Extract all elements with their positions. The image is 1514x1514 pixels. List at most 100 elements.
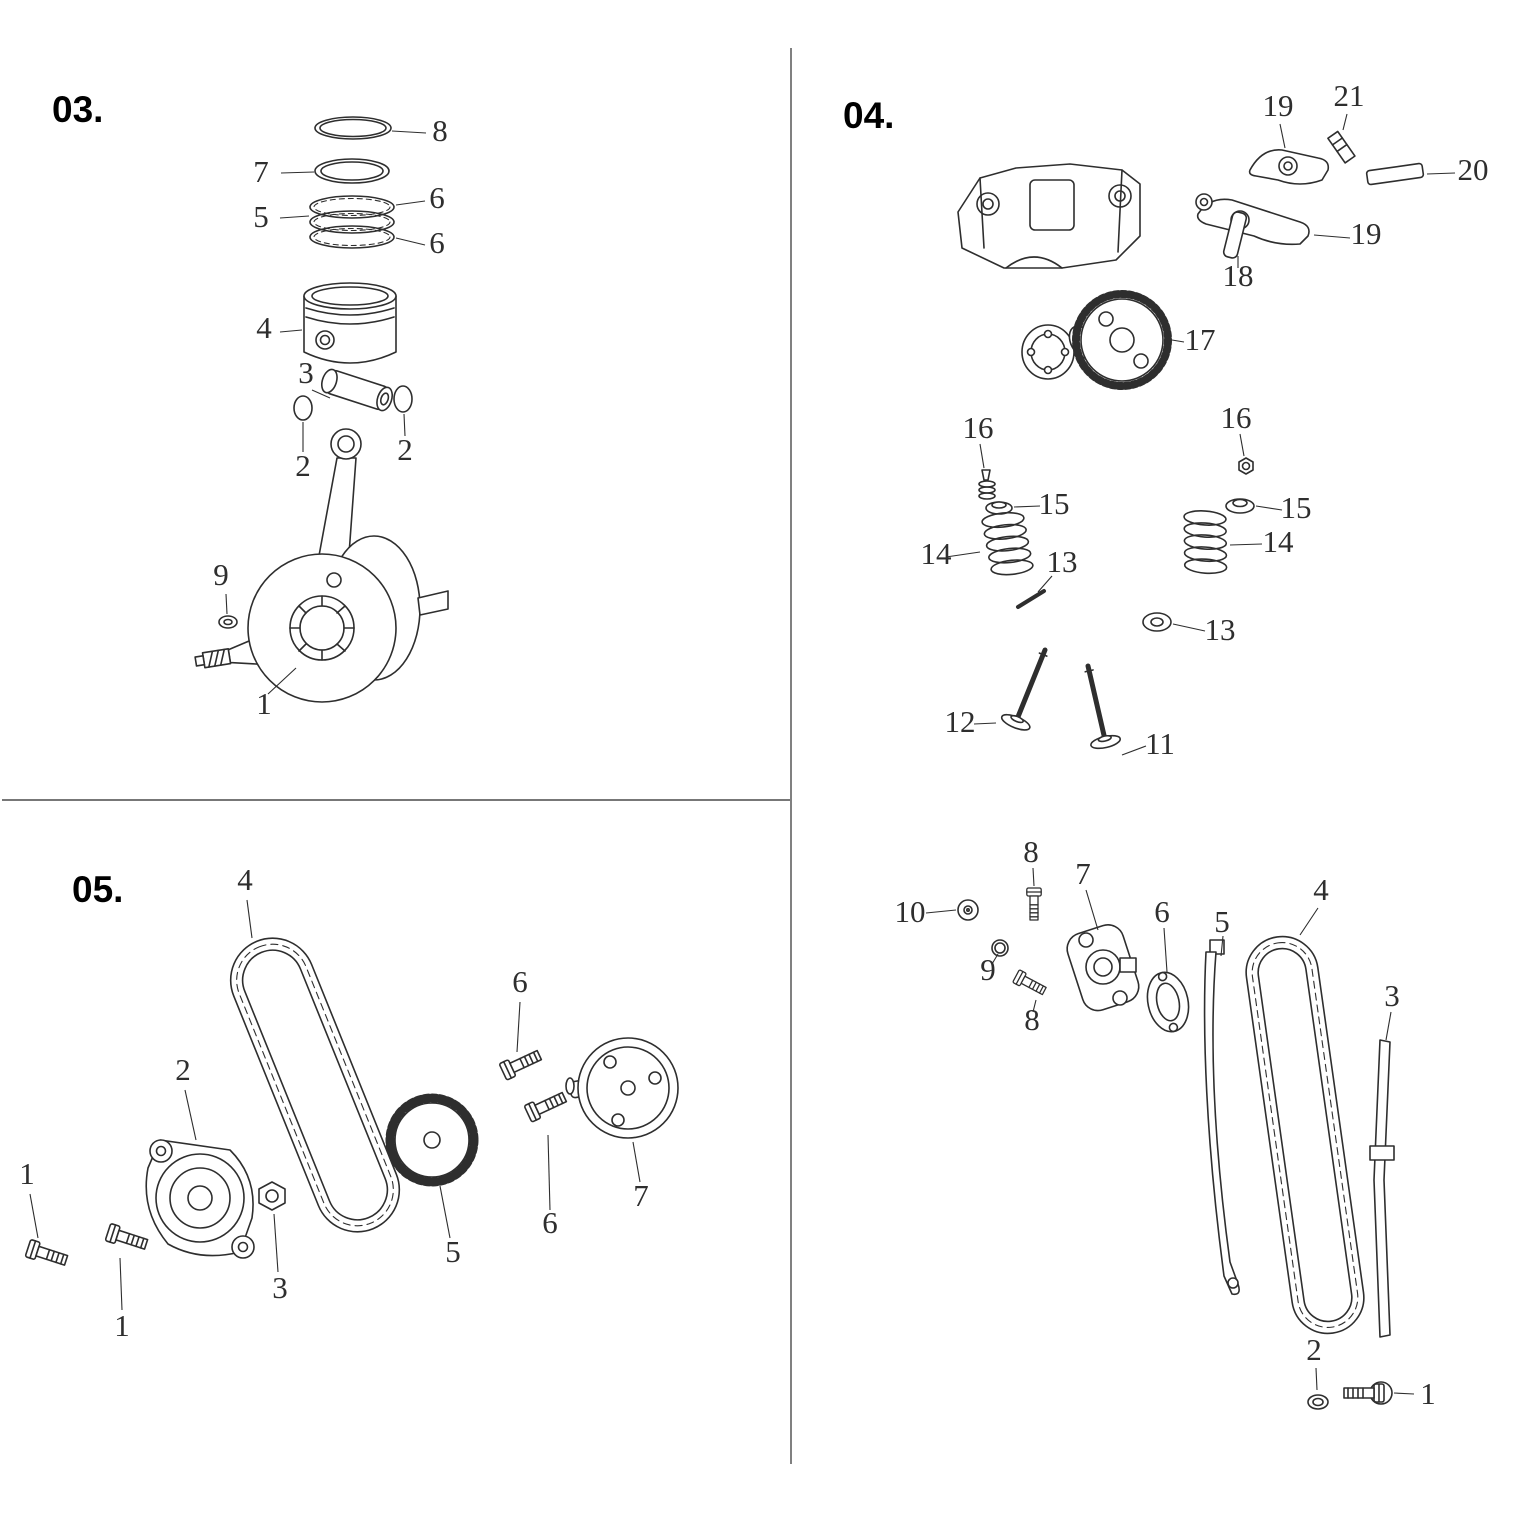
part-piston-ring-top (314, 116, 392, 140)
part-bolt-6b (523, 1088, 569, 1123)
part-label-16b: 16 (1221, 400, 1252, 435)
part-label-5: 5 (1214, 904, 1230, 939)
part-chain-guide-front (1203, 939, 1240, 1296)
leader-lines-04 (925, 113, 1456, 1395)
part-bolt-8b (1011, 969, 1049, 999)
part-label-8a: 8 (1023, 834, 1039, 869)
part-label-4: 4 (256, 310, 272, 345)
part-label-10: 10 (895, 894, 926, 929)
part-label-6a: 6 (512, 964, 528, 999)
part-label-3: 3 (1384, 978, 1400, 1013)
part-label-4: 4 (1313, 872, 1329, 907)
part-intake-valve (1000, 644, 1059, 733)
section-05: 05. (19, 862, 679, 1343)
part-pump-cover (565, 1037, 679, 1139)
part-chain-tensioner (1066, 924, 1140, 1012)
part-bolt-1 (1343, 1381, 1393, 1405)
part-label-15a: 15 (1039, 486, 1070, 521)
part-label-15b: 15 (1281, 490, 1312, 525)
part-valve-spring-left (980, 509, 1035, 578)
part-washer-2 (1307, 1394, 1329, 1410)
part-piston-ring-set (309, 195, 395, 249)
part-washer-10 (957, 899, 979, 921)
part-bolt-6a (498, 1046, 544, 1081)
part-cam-chain (1245, 935, 1365, 1335)
part-label-18: 18 (1223, 258, 1254, 293)
part-bolt-8a (1026, 887, 1042, 921)
section-03: 03. (52, 89, 449, 721)
part-label-11: 11 (1145, 726, 1175, 761)
part-chain-guide-rear (1369, 1039, 1395, 1338)
part-label-2: 2 (1306, 1332, 1322, 1367)
part-label-1: 1 (256, 686, 272, 721)
part-bolt-1b (104, 1222, 150, 1254)
part-label-8: 8 (432, 113, 448, 148)
part-label-12: 12 (945, 704, 976, 739)
part-label-17: 17 (1185, 322, 1216, 357)
part-valve-adjuster (1327, 130, 1356, 164)
part-rocker-shaft-pin (1365, 162, 1425, 186)
part-label-3: 3 (298, 355, 314, 390)
part-circlip-right (393, 385, 413, 413)
section-05-title: 05. (72, 869, 123, 910)
part-label-13a: 13 (1047, 544, 1078, 579)
part-label-1b: 1 (114, 1308, 130, 1343)
part-circlip-left (293, 395, 313, 421)
leader-lines-05 (29, 899, 641, 1311)
part-pin-13-left (1016, 589, 1046, 609)
part-label-5: 5 (253, 199, 269, 234)
part-label-3: 3 (272, 1270, 288, 1305)
part-small-spring-left (978, 480, 996, 500)
part-label-8b: 8 (1024, 1002, 1040, 1037)
part-nut-16-right (1238, 457, 1254, 475)
part-label-14a: 14 (921, 536, 953, 571)
part-rocker-shaft (1222, 211, 1248, 259)
part-exhaust-valve (1073, 663, 1121, 751)
part-bolt-1a (24, 1238, 70, 1270)
part-oring-9 (991, 939, 1009, 957)
part-pump-sprocket (385, 1093, 479, 1187)
part-spring-retainer-right (1225, 498, 1255, 514)
part-label-4: 4 (237, 862, 253, 897)
part-label-7: 7 (253, 154, 269, 189)
part-thrust-washer (218, 615, 238, 629)
part-oil-pump (145, 1139, 255, 1259)
part-crankshaft (194, 535, 449, 703)
panel-dividers (2, 48, 792, 1464)
part-nut (258, 1181, 286, 1211)
section-04-title: 04. (843, 95, 894, 136)
part-label-2: 2 (175, 1052, 191, 1087)
part-tensioner-gasket (1146, 971, 1190, 1033)
part-label-20: 20 (1458, 152, 1489, 187)
part-rocker-holder (957, 163, 1141, 269)
part-label-7: 7 (633, 1178, 649, 1213)
part-spring-retainer-left (985, 501, 1013, 515)
part-valve-spring-right (1179, 508, 1232, 576)
part-label-16a: 16 (963, 410, 994, 445)
part-rocker-arm-upper (1248, 149, 1330, 185)
part-drive-chain (229, 937, 401, 1233)
part-label-19a: 19 (1263, 88, 1294, 123)
part-label-5: 5 (445, 1234, 461, 1269)
part-spring-seat-washer (1142, 612, 1172, 632)
part-label-9: 9 (213, 557, 229, 592)
part-label-2a: 2 (295, 448, 311, 483)
part-label-9: 9 (980, 952, 996, 987)
part-label-6b: 6 (542, 1205, 558, 1240)
leader-lines-03 (225, 130, 427, 695)
part-label-1a: 1 (19, 1156, 35, 1191)
part-rocker-arm-lower (1195, 193, 1310, 246)
part-label-2b: 2 (397, 432, 413, 467)
part-camshaft (1021, 290, 1172, 390)
part-label-6: 6 (1154, 894, 1170, 929)
part-piston-pin (320, 368, 394, 412)
part-label-6b: 6 (429, 225, 445, 260)
part-label-21: 21 (1334, 78, 1365, 113)
part-label-6a: 6 (429, 180, 445, 215)
part-label-19b: 19 (1351, 216, 1382, 251)
part-label-13b: 13 (1205, 612, 1236, 647)
section-03-title: 03. (52, 89, 103, 130)
part-label-1: 1 (1420, 1376, 1436, 1411)
